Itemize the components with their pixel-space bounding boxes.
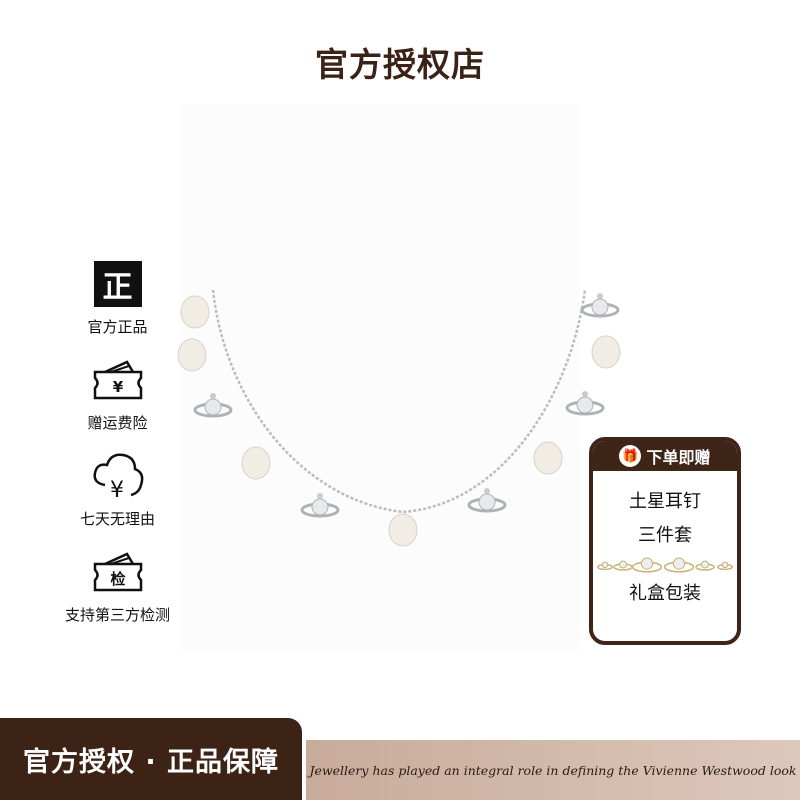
- svg-text:¥: ¥: [112, 378, 123, 396]
- saturn-earring: [613, 560, 633, 571]
- pearl-charm: [591, 335, 621, 369]
- tagline-script: Jewellery has played an integral role in…: [309, 762, 797, 778]
- badge-label: 支持第三方检测: [64, 606, 170, 624]
- orb-charm: [565, 391, 605, 416]
- badge-seven-day-return: ¥ 七天无理由: [55, 450, 180, 546]
- gift-header-text: 下单即赠: [646, 448, 711, 467]
- orb-charm: [467, 488, 507, 513]
- ticket-yen-icon: ¥: [91, 354, 145, 406]
- orb-charm: [193, 393, 233, 418]
- gift-line-box: 礼盒包装: [629, 583, 701, 604]
- svg-text:检: 检: [110, 570, 125, 588]
- gift-promo-card: 🎁 下单即赠 土星耳钉 三件套 礼盒包装: [589, 437, 741, 645]
- ticket-inspect-icon: 检: [91, 546, 145, 598]
- pearl-charm: [177, 338, 207, 372]
- store-title: 官方授权店: [315, 45, 485, 84]
- zheng-icon: 正: [93, 261, 142, 307]
- badge-label: 赠运费险: [87, 414, 148, 432]
- saturn-earring: [695, 560, 715, 571]
- saturn-earring: [597, 561, 613, 571]
- badge-third-party-inspection: 检 支持第三方检测: [55, 546, 180, 642]
- pearl-charm: [533, 441, 563, 475]
- necklace-chain: [211, 289, 587, 514]
- orb-charm: [580, 293, 620, 318]
- saturn-earring: [631, 557, 663, 573]
- service-badges: 正 官方正品 ¥ 赠运费险 ¥ 七天无理由 检 支持第三方检测: [55, 258, 180, 642]
- badge-authentic: 正 官方正品: [55, 258, 180, 354]
- product-photo-background: [180, 105, 580, 650]
- badge-label: 官方正品: [87, 318, 148, 336]
- gift-header: 🎁 下单即赠: [593, 441, 737, 471]
- pearl-charm: [388, 513, 418, 547]
- badge-label: 七天无理由: [79, 510, 155, 528]
- svg-text:¥: ¥: [110, 478, 124, 501]
- orb-charm: [300, 493, 340, 518]
- badge-shipping-insurance: ¥ 赠运费险: [55, 354, 180, 450]
- cloud-yen-icon: ¥: [91, 450, 145, 502]
- gift-line-set: 三件套: [638, 525, 692, 546]
- saturn-earrings-image: [593, 555, 737, 573]
- pearl-charm: [241, 446, 271, 480]
- authorized-banner: 官方授权 · 正品保障: [0, 718, 302, 800]
- tagline-banner: Jewellery has played an integral role in…: [306, 740, 800, 800]
- gift-line-earrings: 土星耳钉: [629, 491, 701, 512]
- saturn-earring: [663, 557, 695, 573]
- gift-icon: 🎁: [619, 445, 642, 467]
- pearl-charm: [180, 295, 210, 329]
- saturn-earring: [717, 561, 733, 571]
